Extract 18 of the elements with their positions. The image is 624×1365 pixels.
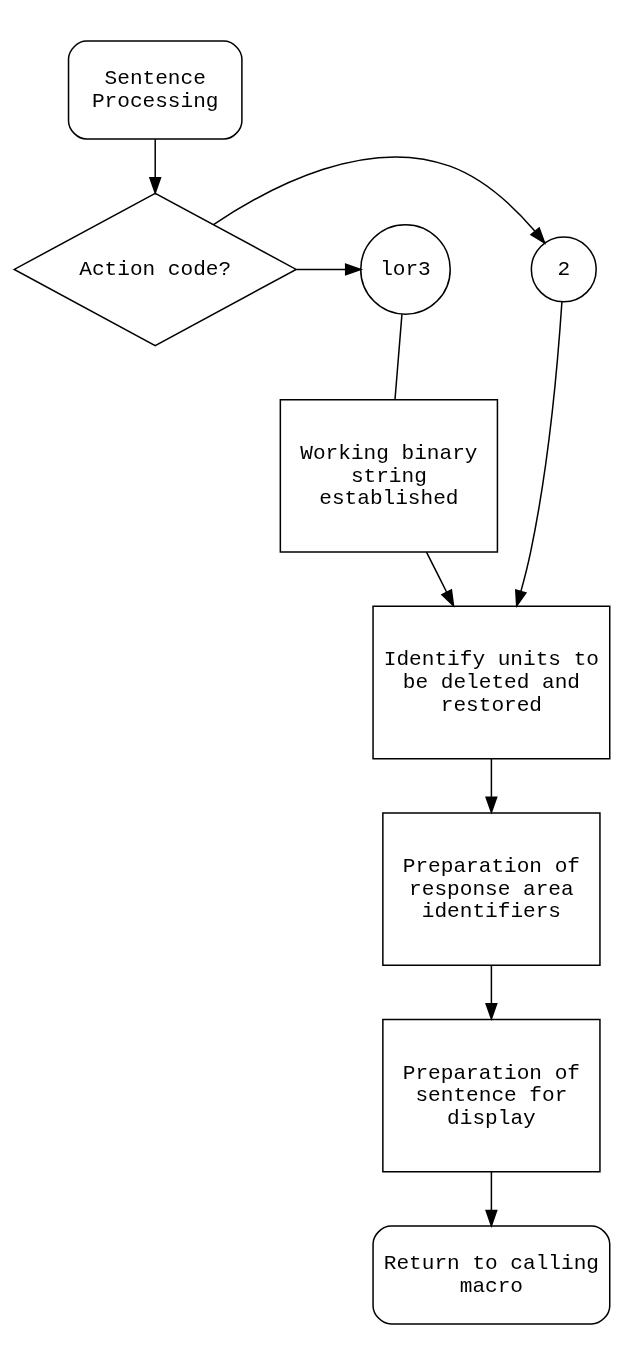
node-diamond: Action code? (12, 192, 298, 347)
arrow (425, 551, 455, 608)
arrow (295, 263, 364, 276)
arrow (485, 964, 498, 1022)
arrow (212, 156, 547, 245)
node-circle: lor3 (359, 223, 451, 315)
node-box: Preparation of response area identifiers (382, 812, 601, 966)
connector (394, 313, 403, 401)
node-box: Return to calling macro (372, 1225, 611, 1325)
arrow (514, 301, 563, 609)
arrow (485, 1171, 498, 1228)
arrow (148, 138, 162, 196)
node-box: Sentence Processing (67, 40, 243, 140)
arrow (485, 757, 498, 815)
node-box: Working binary string established (279, 399, 499, 553)
node-circle: 2 (530, 236, 597, 303)
node-box: Identify units to be deleted and restored (372, 605, 611, 760)
node-box: Preparation of sentence for display (382, 1018, 601, 1173)
